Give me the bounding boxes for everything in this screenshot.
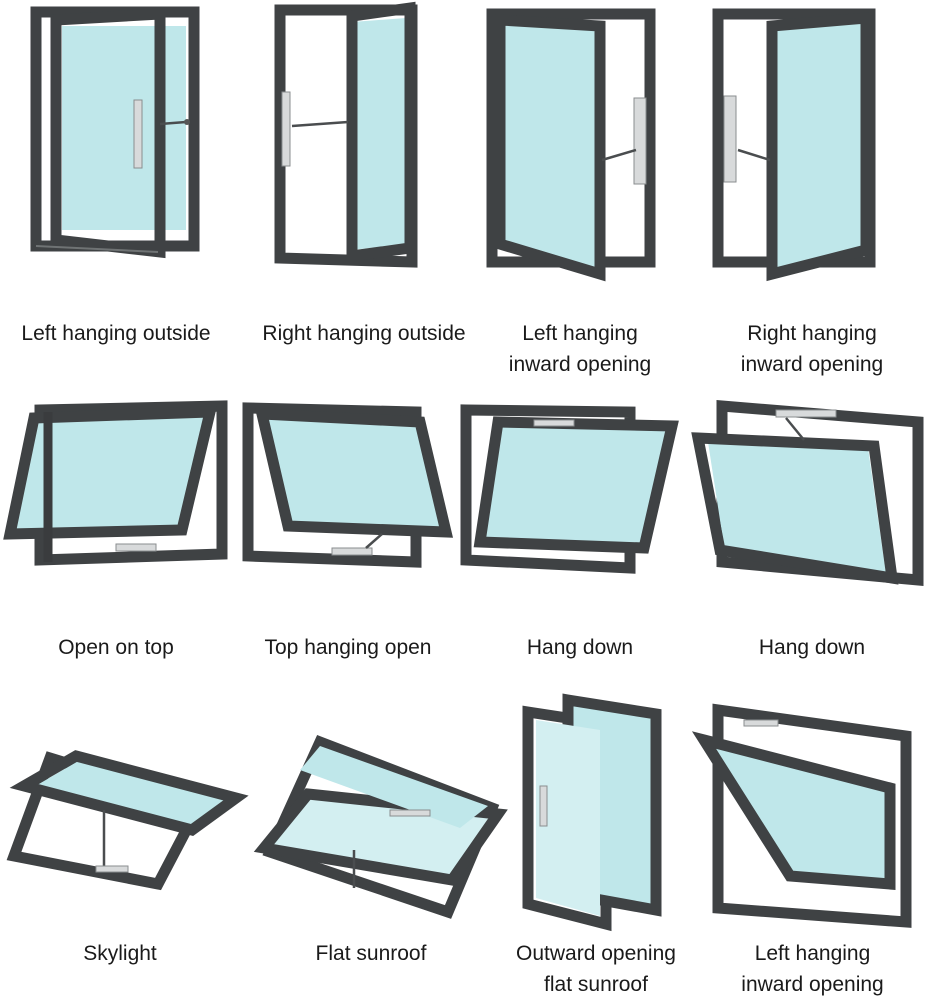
- window-type-caption: Hang down: [526, 636, 634, 659]
- window-type-card: Hang down: [691, 398, 928, 678]
- window-left-hanging-inward-icon: [486, 8, 656, 282]
- window-type-card: Left hanging outside: [0, 0, 232, 390]
- window-hang-down-icon: [460, 404, 679, 574]
- window-open-on-top-icon: [3, 400, 228, 566]
- window-right-hanging-outside-icon: [274, 1, 418, 268]
- window-hang-down-outward-icon: [691, 400, 924, 587]
- window-type-card: Flat sunroof: [240, 680, 508, 1000]
- window-type-caption: Left hanging inward opening: [508, 322, 652, 376]
- window-left-hanging-inward-tilt-icon: [691, 703, 912, 928]
- window-type-card: Open on top: [0, 398, 232, 678]
- window-flat-sunroof-icon: [253, 735, 508, 919]
- window-type-caption: Right hanging outside: [262, 322, 466, 345]
- window-type-caption: Hang down: [758, 636, 866, 659]
- window-type-card: Right hanging inward opening: [696, 0, 928, 390]
- window-skylight-icon: [6, 750, 249, 891]
- window-type-caption: Skylight: [83, 942, 157, 965]
- window-type-caption: Flat sunroof: [315, 942, 427, 965]
- window-type-card: Hang down: [460, 398, 696, 678]
- window-type-caption: Open on top: [58, 636, 174, 659]
- window-type-card: Left hanging inward opening: [691, 680, 929, 1000]
- window-type-caption: Top hanging open: [264, 636, 432, 659]
- window-type-card: Outward opening flat sunroof: [496, 680, 696, 1000]
- window-top-hanging-open-icon: [242, 402, 454, 568]
- window-type-caption: Outward opening flat sunroof: [516, 942, 676, 996]
- window-type-card: Top hanging open: [232, 398, 464, 678]
- window-right-hanging-inward-icon: [712, 8, 876, 282]
- window-type-card: Left hanging inward opening: [464, 0, 696, 390]
- window-left-hanging-outside-icon: [30, 6, 200, 259]
- window-type-caption: Left hanging outside: [21, 322, 211, 345]
- window-type-card: Skylight: [0, 680, 249, 1000]
- window-type-caption: Left hanging inward opening: [741, 942, 884, 996]
- window-outward-flat-sunroof-icon: [522, 693, 662, 932]
- window-type-card: Right hanging outside: [248, 0, 480, 390]
- window-type-caption: Right hanging inward opening: [740, 322, 884, 376]
